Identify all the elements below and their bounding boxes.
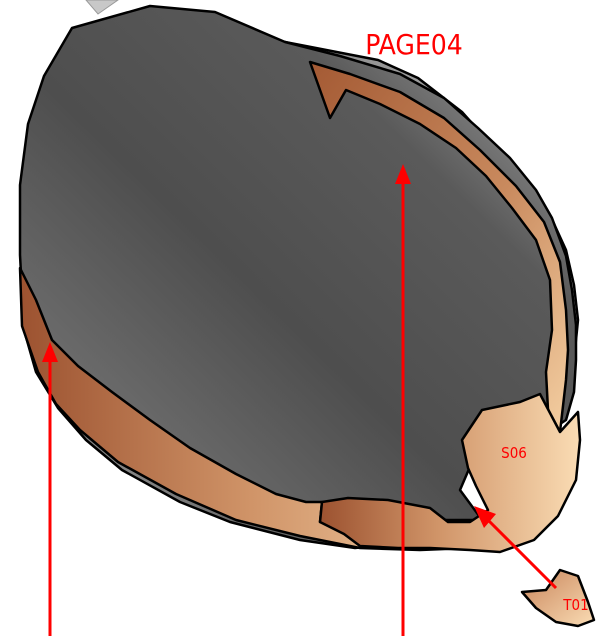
- part-label-s06: S06: [501, 444, 527, 462]
- page-label: PAGE04: [365, 28, 463, 61]
- grey-fragment: [86, 0, 118, 14]
- part-label-t01: T01: [562, 596, 588, 614]
